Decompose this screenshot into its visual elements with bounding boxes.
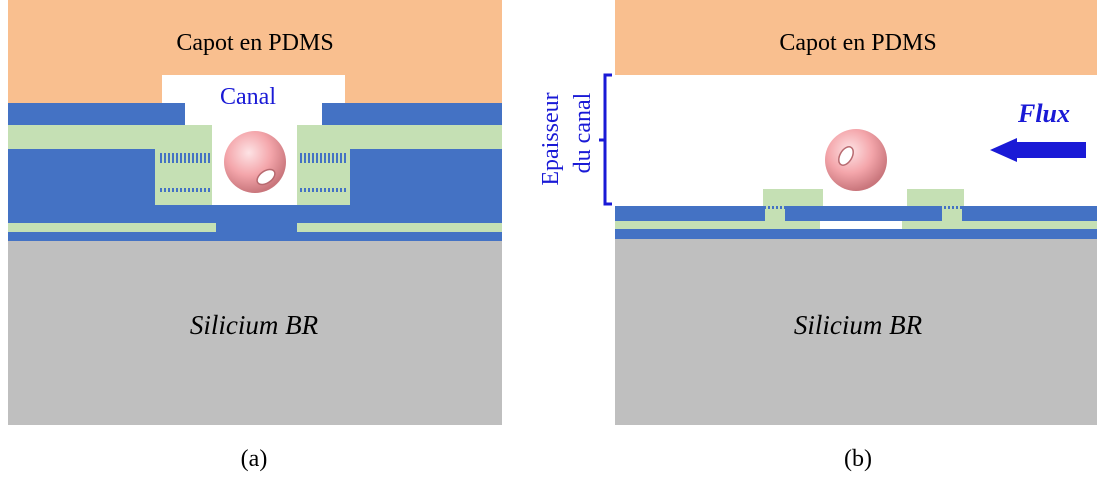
via-right-b <box>942 206 962 221</box>
electrode-left-b <box>763 189 823 206</box>
hatch-right-bottom-a <box>300 188 347 192</box>
pdms-cap-label-a: Capot en PDMS <box>176 30 333 56</box>
silicon-substrate-a <box>8 241 502 425</box>
thickness-label-line1: Epaisseur <box>538 92 564 185</box>
green-strip-right-b <box>902 221 1097 229</box>
pdms-cap-label-b: Capot en PDMS <box>779 30 936 56</box>
blue-layer-thin-b <box>615 229 1097 239</box>
flow-arrow-icon <box>990 138 1086 162</box>
hatch-left-bottom-a <box>158 188 210 192</box>
via-left-dots-b <box>765 206 785 209</box>
thickness-bracket-b <box>603 73 612 206</box>
flow-label: Flux <box>1017 99 1070 128</box>
blue-layer-top-b <box>615 206 1097 221</box>
blue-layer-thin-a <box>8 232 502 241</box>
substrate-label-b: Silicium BR <box>794 310 923 340</box>
channel-label-a: Canal <box>220 84 276 110</box>
cell-b <box>825 129 887 191</box>
substrate-label-a: Silicium BR <box>190 310 319 340</box>
cell-a <box>224 131 286 193</box>
via-left-b <box>765 206 785 221</box>
green-strip-right-a <box>297 223 502 232</box>
green-strip-left-a <box>8 223 216 232</box>
panel-a: Capot en PDMS Canal Silicium BR (a) <box>8 0 502 472</box>
pdms-cap-b <box>615 0 1097 75</box>
green-strip-left-b <box>615 221 820 229</box>
via-right-dots-b <box>942 206 962 209</box>
electrode-right-b <box>907 189 964 206</box>
hatch-left-top-a <box>158 153 210 163</box>
caption-a: (a) <box>241 446 268 472</box>
silicon-substrate-b <box>615 239 1097 425</box>
thickness-label-line2: du canal <box>570 92 596 173</box>
panel-b: Capot en PDMS Epaisseur du canal Flux Si… <box>538 0 1097 472</box>
blue-center-plug-a <box>216 205 297 232</box>
caption-b: (b) <box>844 446 872 472</box>
hatch-right-top-a <box>300 153 347 163</box>
